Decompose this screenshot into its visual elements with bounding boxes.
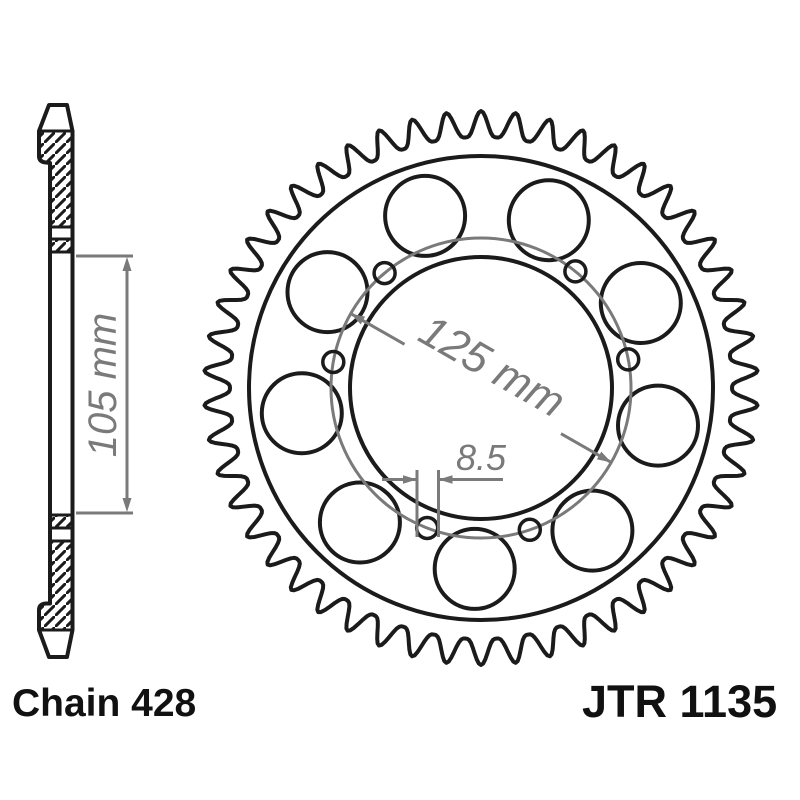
- lightening-hole: [432, 526, 517, 611]
- arrow-upper-left-icon: [350, 313, 366, 325]
- arrow-down-icon: [122, 498, 132, 512]
- bolt-hole: [372, 260, 397, 286]
- dimension-hub-height: 105 mm: [76, 254, 133, 515]
- chain-size-label: Chain 428: [12, 682, 197, 725]
- lightening-hole: [598, 261, 683, 345]
- arrow-up-icon: [122, 257, 132, 271]
- rim-circle: [247, 154, 715, 622]
- bolt-circle: [329, 236, 633, 540]
- lightening-hole: [317, 480, 402, 565]
- bolt-hole: [321, 349, 346, 375]
- part-number-label: JTR 1135: [582, 676, 778, 727]
- bolt-hole: [615, 347, 641, 372]
- bolt-hole-diameter-label: 8.5: [456, 437, 507, 478]
- front-view-sprocket: [202, 109, 760, 667]
- lightening-hole: [383, 173, 468, 258]
- lightening-hole: [506, 178, 591, 263]
- center-bore-circle: [348, 255, 614, 521]
- arrow-lower-right-icon: [596, 451, 612, 463]
- dimension-bolt-hole: 8.5: [382, 437, 507, 537]
- lightening-hole: [616, 383, 700, 468]
- lightening-hole: [259, 371, 344, 456]
- bolt-hole: [517, 517, 543, 543]
- section-band-lines: [39, 129, 73, 632]
- bolt-hole: [563, 259, 588, 284]
- side-view-cross-section: [37, 103, 75, 659]
- arrow-right-icon: [403, 475, 417, 484]
- arrow-left-icon: [438, 475, 453, 484]
- gear-teeth-outline: [202, 109, 760, 667]
- hub-height-label: 105 mm: [81, 313, 125, 458]
